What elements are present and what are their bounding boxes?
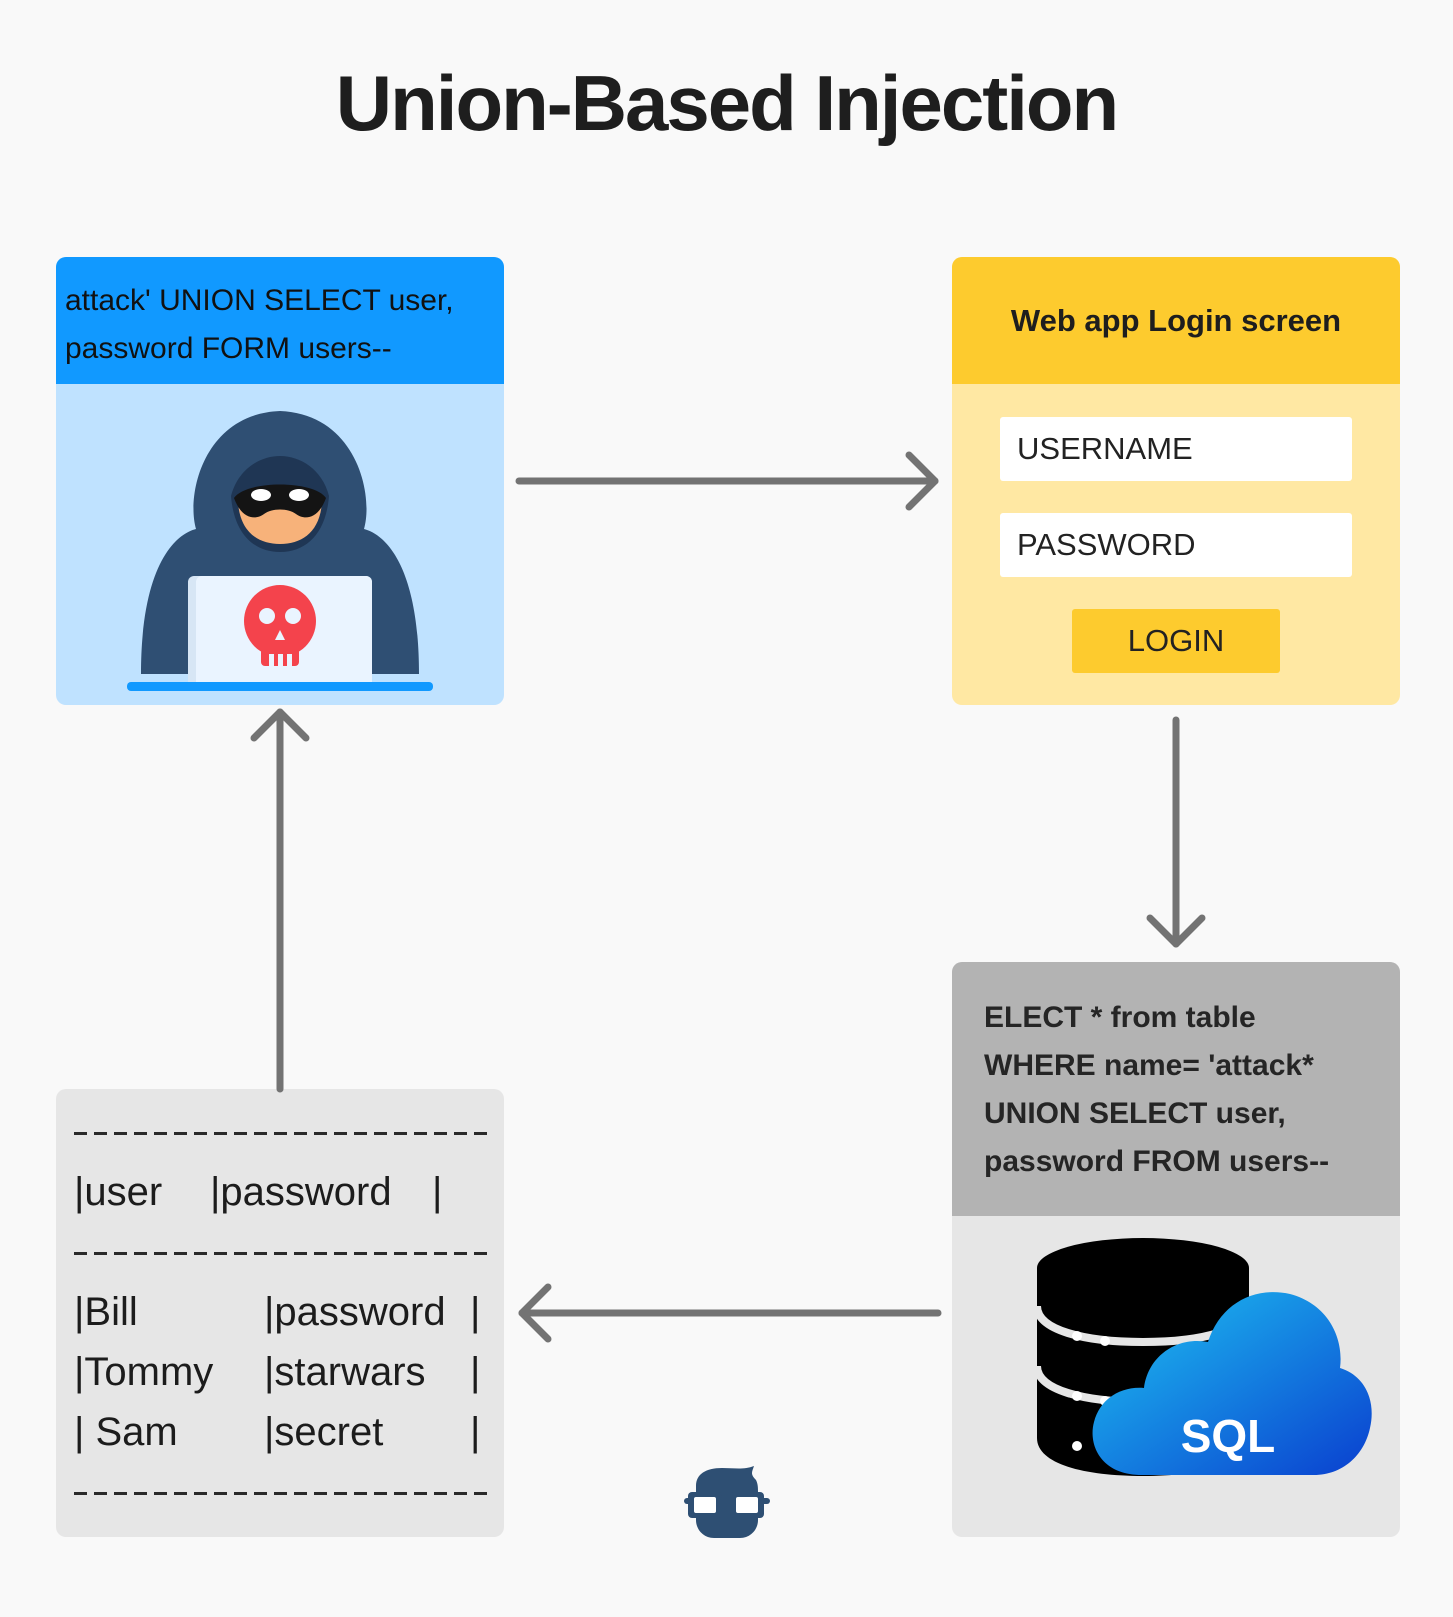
sql-query-line: ELECT * from table	[984, 1001, 1256, 1034]
table-cell-user: |Tommy	[74, 1350, 214, 1394]
nerd-glasses-icon	[684, 1466, 770, 1538]
table-divider	[74, 1132, 494, 1135]
attack-payload: attack' UNION SELECT user, password FORM…	[56, 257, 504, 384]
sql-query-panel: ELECT * from table WHERE name= 'attack* …	[952, 962, 1400, 1537]
database-cloud-icon: SQL	[1033, 1238, 1372, 1476]
sql-badge: SQL	[1181, 1410, 1276, 1462]
table-cell-password: |password	[264, 1290, 446, 1334]
login-screen-title: Web app Login screen	[952, 257, 1400, 384]
arrow-down-icon	[1146, 716, 1206, 948]
sql-query-line: password FROM users--	[984, 1145, 1330, 1178]
attack-payload-line-1: attack' UNION SELECT user,	[65, 284, 454, 317]
username-field[interactable]: USERNAME	[1000, 417, 1352, 481]
sql-query-line: UNION SELECT user,	[984, 1097, 1286, 1130]
table-cell-end: |	[470, 1410, 481, 1454]
table-header-user: |user	[74, 1170, 163, 1214]
result-table-panel: |user |password | |Bill |password | |Tom…	[56, 1089, 504, 1537]
attack-payload-line-2: password FORM users--	[65, 332, 392, 365]
table-cell-end: |	[470, 1350, 481, 1394]
login-screen-panel: Web app Login screen USERNAME PASSWORD L…	[952, 257, 1400, 705]
arrow-right-icon	[515, 451, 939, 511]
table-cell-user: | Sam	[74, 1410, 178, 1454]
sql-query-line: WHERE name= 'attack*	[984, 1049, 1314, 1082]
table-divider	[74, 1252, 494, 1255]
arrow-left-icon	[518, 1283, 942, 1343]
table-cell-end: |	[470, 1290, 481, 1334]
table-header-end: |	[432, 1170, 443, 1214]
hacker-icon	[127, 411, 433, 691]
sql-query-text: ELECT * from table WHERE name= 'attack* …	[952, 962, 1400, 1216]
arrow-up-icon	[250, 708, 310, 1093]
attacker-panel: attack' UNION SELECT user, password FORM…	[56, 257, 504, 705]
table-cell-password: |starwars	[264, 1350, 426, 1394]
password-field[interactable]: PASSWORD	[1000, 513, 1352, 577]
table-cell-password: |secret	[264, 1410, 384, 1454]
table-header-password: |password	[210, 1170, 392, 1214]
login-button[interactable]: LOGIN	[1072, 609, 1280, 673]
table-divider	[74, 1492, 494, 1495]
table-cell-user: |Bill	[74, 1290, 138, 1334]
diagram-title: Union-Based Injection	[335, 59, 1119, 147]
